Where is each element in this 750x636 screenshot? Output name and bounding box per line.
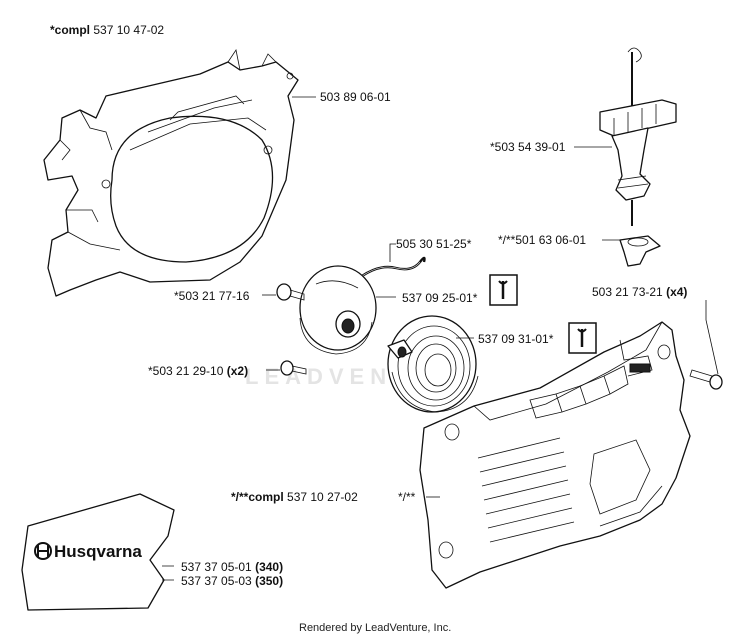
decal: Husqvarna: [21, 493, 175, 611]
wrench-icon: [489, 274, 518, 306]
screw-spring: [280, 360, 307, 376]
assembly-header: *compl 537 10 47-02: [50, 23, 164, 37]
label-starter-cover: */**compl 537 10 27-02: [231, 490, 358, 504]
label-handle-guide: */**501 63 06-01: [498, 233, 586, 247]
svg-text:Husqvarna: Husqvarna: [54, 542, 142, 561]
label-decal-1: 537 37 05-01 (340): [181, 560, 283, 574]
label-screw-cover: 503 21 73-21 (x4): [592, 285, 687, 299]
label-screw-spring: *503 21 29-10 (x2): [148, 364, 248, 378]
label-spring: 537 09 31-01*: [478, 332, 554, 346]
label-starter-cover-note: */**: [398, 490, 416, 504]
label-starter-cord: 505 30 51-25*: [396, 237, 472, 251]
footer-credit: Rendered by LeadVenture, Inc.: [299, 622, 451, 634]
label-screw-pulley: *503 21 77-16: [174, 289, 250, 303]
starter-cover: [419, 321, 691, 589]
screw-pulley: [276, 283, 305, 301]
label-clutch-cover: 503 89 06-01: [320, 90, 391, 104]
recoil-spring: [387, 315, 479, 413]
starter-pulley: [299, 265, 377, 355]
label-decal-2: 537 37 05-03 (350): [181, 574, 283, 588]
clutch-cover: [43, 48, 299, 297]
starter-handle: [599, 47, 677, 226]
wrench-icon: [568, 322, 597, 354]
label-pulley: 537 09 25-01*: [402, 291, 478, 305]
label-handle: *503 54 39-01: [490, 140, 566, 154]
screw-cover: [689, 369, 723, 390]
husqvarna-logo: Husqvarna: [34, 542, 142, 561]
starter-cord: [361, 256, 426, 277]
handle-guide: [619, 235, 661, 267]
